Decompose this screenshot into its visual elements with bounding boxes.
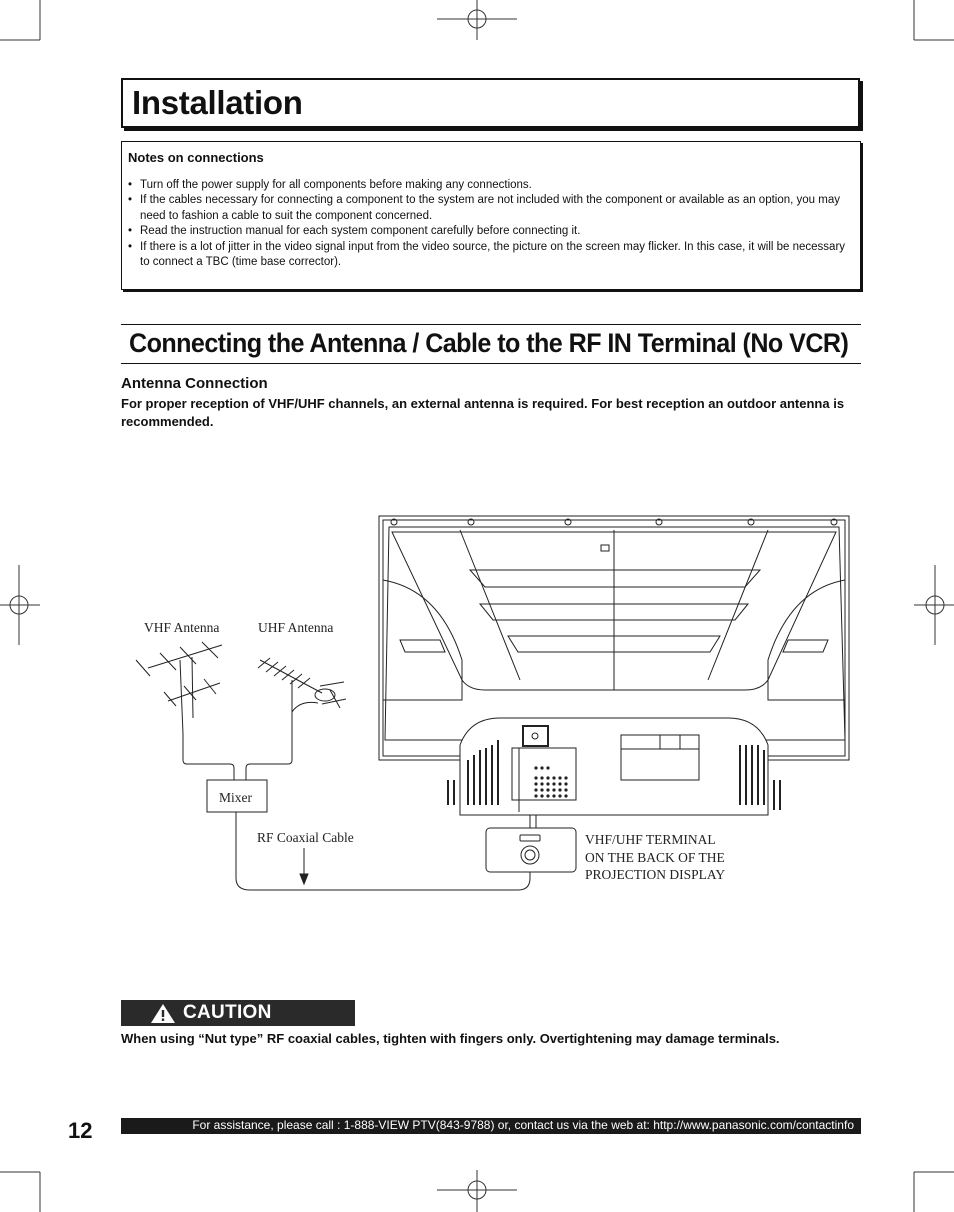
page-title-box: Installation — [121, 78, 860, 128]
terminal-label-line: VHF/UHF TERMINAL — [585, 832, 716, 847]
section-heading: Connecting the Antenna / Cable to the RF… — [129, 328, 849, 358]
vhf-antenna-label: VHF Antenna — [144, 620, 220, 635]
projection-display-icon — [378, 515, 850, 816]
notes-list: Turn off the power supply for all compon… — [128, 178, 852, 270]
page-number: 12 — [68, 1118, 93, 1143]
footer-bar: For assistance, please call : 1-888-VIEW… — [121, 1118, 861, 1134]
notes-item: If the cables necessary for connecting a… — [128, 193, 852, 224]
caution-label: CAUTION — [183, 1002, 272, 1023]
warning-icon — [151, 1004, 175, 1023]
caution-text: When using “Nut type” RF coaxial cables,… — [121, 1031, 780, 1046]
intro-text: For proper reception of VHF/UHF channels… — [121, 396, 845, 429]
vent-slots — [447, 740, 781, 810]
section-heading-box: Connecting the Antenna / Cable to the RF… — [121, 324, 861, 364]
mixer-label: Mixer — [219, 790, 252, 805]
notes-title: Notes on connections — [128, 150, 264, 165]
terminal-label-line: PROJECTION DISPLAY — [585, 867, 726, 882]
coaxial-cable-label: RF Coaxial Cable — [257, 830, 354, 845]
page-title: Installation — [132, 84, 303, 121]
subheading: Antenna Connection — [121, 375, 268, 392]
footer-text: For assistance, please call : 1-888-VIEW… — [192, 1118, 854, 1132]
uhf-antenna-icon — [257, 657, 347, 735]
vhf-antenna-icon — [135, 641, 223, 735]
notes-box: Notes on connections Turn off the power … — [121, 141, 861, 290]
caution-banner: CAUTION — [121, 1000, 355, 1026]
terminal-label: VHF/UHF TERMINAL ON THE BACK OF THE PROJ… — [585, 831, 725, 884]
uhf-antenna-label: UHF Antenna — [258, 620, 334, 635]
notes-item: If there is a lot of jitter in the video… — [128, 240, 852, 271]
notes-item: Read the instruction manual for each sys… — [128, 224, 852, 240]
notes-item: Turn off the power supply for all compon… — [128, 178, 852, 194]
terminal-label-line: ON THE BACK OF THE — [585, 849, 725, 865]
jack-dots — [534, 766, 568, 798]
